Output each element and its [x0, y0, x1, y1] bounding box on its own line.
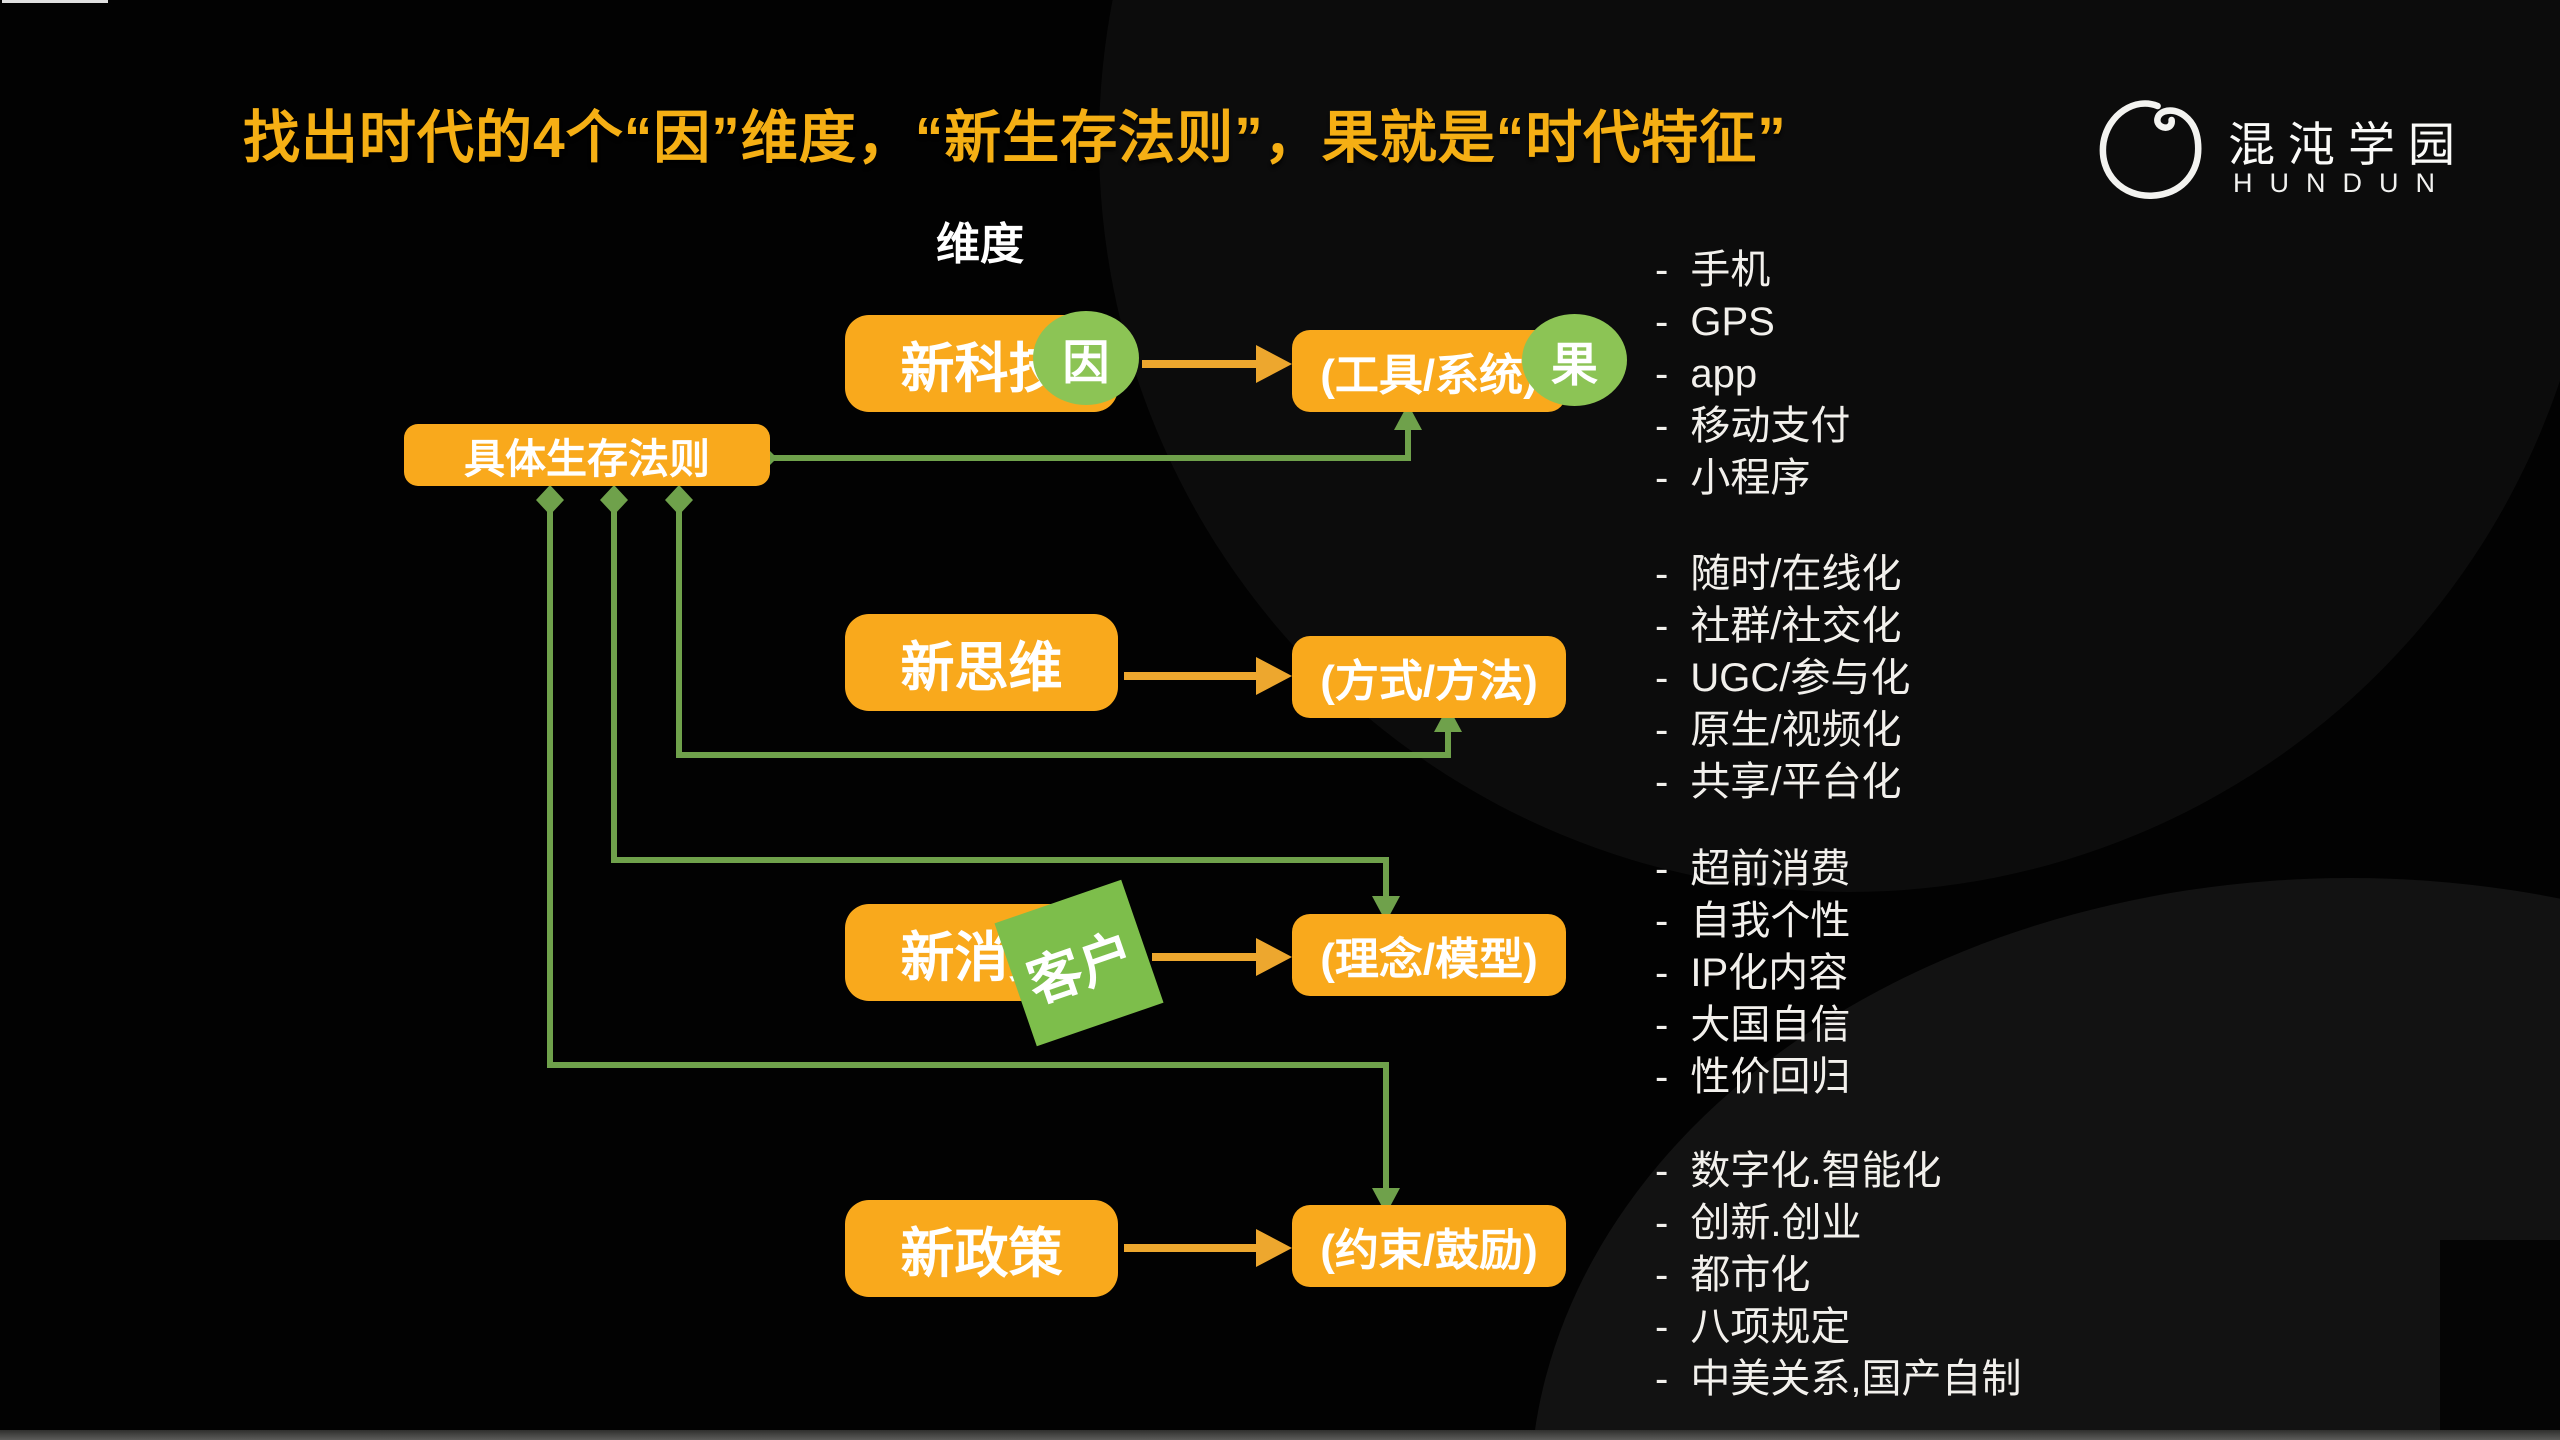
list-item: -随时/在线化: [1655, 548, 1910, 600]
bullet-dash: -: [1655, 1055, 1669, 1099]
list-item-text: 原生/视频化: [1690, 708, 1902, 752]
bullet-dash: -: [1655, 656, 1669, 700]
list-item-text: 共享/平台化: [1690, 760, 1902, 804]
arrowhead-down-models: [1372, 896, 1400, 922]
list-item-text: GPS: [1690, 300, 1775, 344]
list-item-text: 小程序: [1690, 456, 1811, 500]
bullet-dash: -: [1655, 352, 1669, 396]
list-item-text: 中美关系,国产自制: [1690, 1357, 2022, 1401]
arrowhead-up-methods: [1434, 706, 1462, 732]
list-item-text: IP化内容: [1690, 951, 1849, 995]
bullet-dash: -: [1655, 1357, 1669, 1401]
bullet-dash: -: [1655, 760, 1669, 804]
bullet-dash: -: [1655, 951, 1669, 995]
bullet-dash: -: [1655, 456, 1669, 500]
list-item: -超前消费: [1655, 843, 1850, 895]
list-item: -八项规定: [1655, 1301, 2021, 1353]
column-header: 维度: [936, 220, 1024, 269]
bullet-dash: -: [1655, 708, 1669, 752]
result-box-models: (理念/模型): [1292, 914, 1566, 996]
list-item: -手机: [1655, 244, 1850, 296]
list-item: -社群/社交化: [1655, 600, 1910, 652]
list-item-text: 自我个性: [1690, 899, 1851, 943]
effect-badge: 果: [1522, 314, 1627, 406]
list-item-text: 创新.创业: [1690, 1201, 1862, 1245]
list-item: -中美关系,国产自制: [1655, 1353, 2021, 1405]
list-thinking-examples: -随时/在线化-社群/社交化-UGC/参与化-原生/视频化-共享/平台化: [1655, 548, 1910, 808]
bullet-dash: -: [1655, 1201, 1669, 1245]
list-item-text: 超前消费: [1690, 847, 1851, 891]
result-box-constraints: (约束/鼓励): [1292, 1205, 1566, 1287]
list-item-text: 八项规定: [1690, 1305, 1851, 1349]
bullet-dash: -: [1655, 1149, 1669, 1193]
list-item: -IP化内容: [1655, 947, 1850, 999]
wire-hub-to-tools: [762, 420, 1411, 461]
list-item: -创新.创业: [1655, 1197, 2021, 1249]
cause-badge: 因: [1033, 311, 1139, 405]
bullet-dash: -: [1655, 1253, 1669, 1297]
wire-hub-to-models: [611, 490, 1389, 904]
arrowhead-up-tools: [1394, 404, 1422, 430]
list-item: -GPS: [1655, 296, 1850, 348]
logo-text-en: HUNDUN: [2233, 168, 2452, 198]
list-item-text: 社群/社交化: [1690, 604, 1902, 648]
list-item: -小程序: [1655, 452, 1850, 504]
result-box-methods: (方式/方法): [1292, 636, 1566, 718]
bullet-dash: -: [1655, 604, 1669, 648]
list-item-text: 手机: [1690, 248, 1771, 292]
list-tech-examples: -手机-GPS-app-移动支付-小程序: [1655, 244, 1850, 504]
arrowhead-policy: [1256, 1229, 1292, 1267]
bullet-dash: -: [1655, 300, 1669, 344]
background-corner-patch: [2440, 1240, 2560, 1440]
hub-box: 具体生存法则: [404, 424, 770, 486]
bullet-dash: -: [1655, 847, 1669, 891]
list-item-text: 数字化.智能化: [1690, 1149, 1942, 1193]
bottom-edge-bar: [0, 1430, 2560, 1440]
top-edge-line: [2, 0, 108, 3]
arrowhead-down-policy: [1372, 1188, 1400, 1214]
list-item: -原生/视频化: [1655, 704, 1910, 756]
diamond-hub-3: [536, 485, 564, 515]
list-item: -都市化: [1655, 1249, 2021, 1301]
list-item: -性价回归: [1655, 1051, 1850, 1103]
dimension-box-thinking: 新思维: [845, 614, 1118, 711]
slide-title: 找出时代的4个“因”维度，“新生存法则”，果就是“时代特征”: [243, 106, 1787, 170]
list-item: -共享/平台化: [1655, 756, 1910, 808]
list-item: -自我个性: [1655, 895, 1850, 947]
list-item: -数字化.智能化: [1655, 1145, 2021, 1197]
list-item-text: 移动支付: [1690, 404, 1851, 448]
list-item-text: 性价回归: [1690, 1055, 1851, 1099]
arrowhead-tech: [1256, 345, 1292, 383]
bullet-dash: -: [1655, 404, 1669, 448]
list-consume-examples: -超前消费-自我个性-IP化内容-大国自信-性价回归: [1655, 843, 1850, 1103]
list-item-text: app: [1690, 352, 1758, 396]
list-item-text: UGC/参与化: [1690, 656, 1911, 700]
list-item: -大国自信: [1655, 999, 1850, 1051]
wire-hub-to-policy: [547, 490, 1389, 1196]
diamond-hub-1: [665, 485, 693, 515]
bullet-dash: -: [1655, 1305, 1669, 1349]
list-item-text: 大国自信: [1690, 1003, 1851, 1047]
list-item-text: 随时/在线化: [1690, 552, 1902, 596]
list-item-text: 都市化: [1690, 1253, 1811, 1297]
arrowhead-consume: [1256, 938, 1292, 976]
list-item: -app: [1655, 348, 1850, 400]
bullet-dash: -: [1655, 1003, 1669, 1047]
arrowhead-thinking: [1256, 657, 1292, 695]
bullet-dash: -: [1655, 552, 1669, 596]
list-policy-examples: -数字化.智能化-创新.创业-都市化-八项规定-中美关系,国产自制: [1655, 1145, 2021, 1405]
diamond-hub-2: [600, 485, 628, 515]
list-item: -移动支付: [1655, 400, 1850, 452]
list-item: -UGC/参与化: [1655, 652, 1910, 704]
result-box-tools: (工具/系统): [1292, 330, 1566, 412]
wire-hub-to-methods: [676, 490, 1451, 758]
bullet-dash: -: [1655, 899, 1669, 943]
hundun-enso-icon: [2099, 100, 2202, 199]
bullet-dash: -: [1655, 248, 1669, 292]
dimension-box-policy: 新政策: [845, 1200, 1118, 1297]
logo-text-cn: 混沌学园: [2228, 118, 2468, 173]
